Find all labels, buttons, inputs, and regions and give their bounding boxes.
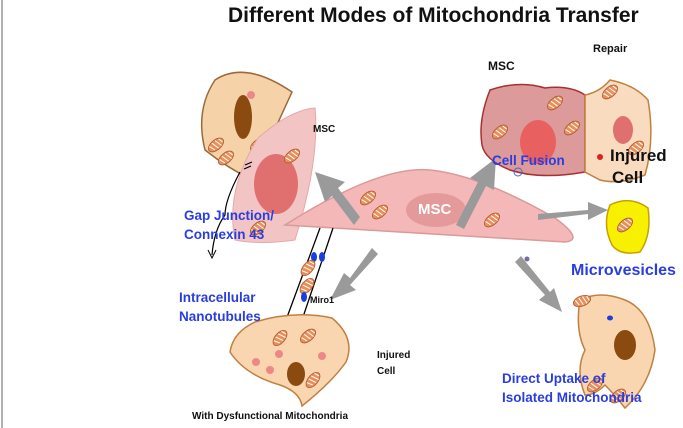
arrow-to-nanotubules (330, 248, 378, 300)
arrow-to-gap-junction (315, 172, 360, 225)
arrow-to-direct-uptake (515, 256, 562, 312)
label-dysfunctional: With Dysfunctional Mitochondria (192, 411, 349, 422)
cell-fusion-cells (480, 79, 652, 183)
label-direct-uptake-1: Direct Uptake of (502, 371, 606, 386)
arrow-to-cell-fusion (456, 158, 496, 229)
label-injured-cell-right-2: Cell (612, 168, 644, 187)
label-repair: Repair (593, 43, 628, 55)
central-msc-cell (282, 168, 574, 243)
label-msc-top-left: MSC (313, 124, 336, 135)
label-msc-fusion: MSC (488, 59, 515, 73)
label-gap-junction-2: Connexin 43 (184, 227, 265, 242)
label-intracellular-2: Nanotubules (179, 309, 261, 324)
label-microvesicles: Microvesicles (571, 262, 676, 279)
arrow-to-microvesicles (538, 202, 608, 220)
msc-cell-gap-junction (207, 107, 317, 260)
nanotubules (285, 227, 334, 321)
label-injured-cell-bottom-1: Injured (377, 350, 411, 361)
label-intracellular-1: Intracellular (179, 290, 256, 305)
injured-cell-bottom (229, 314, 350, 408)
label-gap-junction-1: Gap Junction/ (184, 208, 275, 223)
label-injured-cell-bottom-2: Cell (377, 366, 396, 377)
label-msc-center: MSC (418, 201, 452, 218)
label-miro1: Miro1 (310, 295, 335, 305)
direct-uptake-cell (571, 292, 656, 410)
label-direct-uptake-2: Isolated Mitochondria (502, 390, 642, 405)
page-title: Different Modes of Mitochondria Transfer (228, 4, 639, 27)
microvesicle-cell (605, 199, 650, 254)
label-injured-cell-right-1: Injured (610, 146, 667, 165)
microvesicle-dot (524, 256, 530, 262)
arrows (315, 158, 608, 312)
injured-cell-gap-junction (200, 71, 293, 187)
label-cell-fusion: Cell Fusion (492, 153, 565, 168)
